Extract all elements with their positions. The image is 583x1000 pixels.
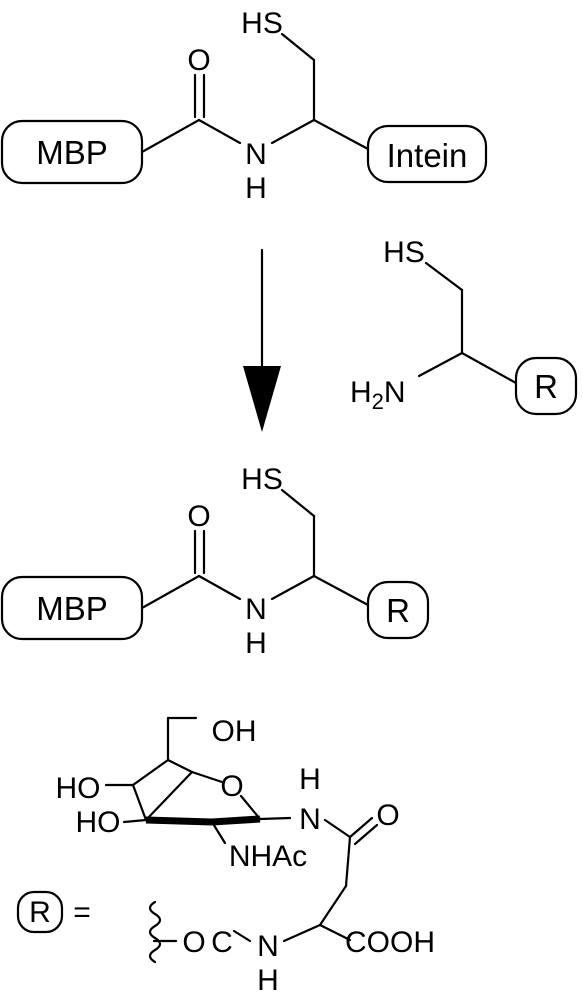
mbp-label: MBP bbox=[36, 590, 108, 627]
wavy-attachment-bond bbox=[148, 900, 162, 964]
amide-hydrogen: H bbox=[245, 627, 267, 660]
nhac-label: NHAc bbox=[229, 840, 307, 873]
product-structure: MBP O N H HS R bbox=[0, 463, 430, 660]
hydroxyl-label: OH bbox=[212, 715, 257, 748]
bond bbox=[280, 488, 316, 518]
amine-label: H2N bbox=[350, 376, 406, 414]
thiol-label: HS bbox=[383, 236, 425, 269]
amine-hydrogen: H bbox=[350, 376, 372, 409]
hydroxyl-label: HO bbox=[56, 772, 101, 805]
carbonyl-oxygen: O bbox=[187, 500, 210, 533]
r-group-label: R bbox=[386, 592, 410, 629]
amide-nitrogen: N bbox=[245, 593, 267, 626]
acid-label: COOH bbox=[345, 926, 435, 959]
bond bbox=[140, 118, 201, 154]
bond bbox=[318, 884, 348, 927]
bond bbox=[270, 574, 316, 601]
amide-hydrogen: H bbox=[299, 763, 321, 796]
bond bbox=[232, 929, 252, 943]
bond bbox=[312, 118, 370, 151]
carbonyl-bond bbox=[348, 816, 374, 839]
bond bbox=[280, 32, 316, 62]
reactant-structure: MBP O N H HS Intein bbox=[0, 7, 488, 205]
bond bbox=[270, 118, 316, 145]
reagent-structure: HS H2N R bbox=[350, 236, 578, 416]
bond bbox=[197, 118, 242, 145]
amide-oxygen: O bbox=[376, 799, 399, 832]
r-group-definition: R = OH HO HO NHAc O H N O COOH bbox=[16, 715, 435, 997]
bond bbox=[417, 351, 464, 378]
reaction-arrow bbox=[243, 248, 281, 432]
amine-subscript: 2 bbox=[372, 389, 384, 414]
ring-oxygen: O bbox=[220, 770, 243, 803]
bond bbox=[282, 923, 322, 943]
hydroxyl-label: HO bbox=[76, 806, 121, 839]
bond bbox=[131, 783, 148, 822]
r-group-box bbox=[366, 580, 430, 640]
carbonyl-oxygen: O bbox=[187, 44, 210, 77]
r-definition-box bbox=[16, 890, 64, 934]
equals-sign: = bbox=[73, 896, 91, 929]
bond bbox=[239, 794, 262, 821]
thiol-label: HS bbox=[241, 463, 283, 496]
bond bbox=[258, 816, 292, 821]
bold-bond bbox=[211, 815, 261, 826]
bond bbox=[197, 574, 242, 601]
bond bbox=[144, 770, 194, 822]
amide-nitrogen: N bbox=[299, 803, 321, 836]
bond bbox=[424, 261, 464, 292]
thiol-label: HS bbox=[241, 7, 283, 40]
bond bbox=[344, 835, 352, 888]
bond bbox=[323, 818, 352, 839]
bond bbox=[312, 574, 370, 607]
intein-box bbox=[366, 124, 488, 184]
arrow-head bbox=[243, 366, 281, 432]
bond bbox=[140, 574, 201, 610]
bond bbox=[460, 351, 518, 385]
bond bbox=[190, 770, 224, 784]
r-group-label: R bbox=[534, 368, 558, 405]
bold-bond bbox=[145, 816, 213, 826]
bond bbox=[131, 758, 170, 787]
alpha-hydrogen: H bbox=[257, 964, 279, 997]
bond bbox=[166, 758, 194, 774]
alpha-nitrogen: N bbox=[257, 930, 279, 963]
intein-label: Intein bbox=[387, 137, 468, 174]
linker-carbon: C bbox=[211, 926, 233, 959]
mbp-label: MBP bbox=[36, 134, 108, 171]
linker-oxygen: O bbox=[182, 926, 205, 959]
r-group-box bbox=[514, 356, 578, 416]
amine-nitrogen: N bbox=[384, 376, 406, 409]
r-definition-label: R bbox=[29, 896, 51, 929]
bond bbox=[122, 818, 148, 824]
amide-hydrogen: H bbox=[245, 172, 267, 205]
bond bbox=[318, 923, 352, 942]
bond bbox=[210, 820, 227, 845]
carbonyl-bond bbox=[353, 823, 379, 846]
amide-nitrogen: N bbox=[245, 138, 267, 171]
